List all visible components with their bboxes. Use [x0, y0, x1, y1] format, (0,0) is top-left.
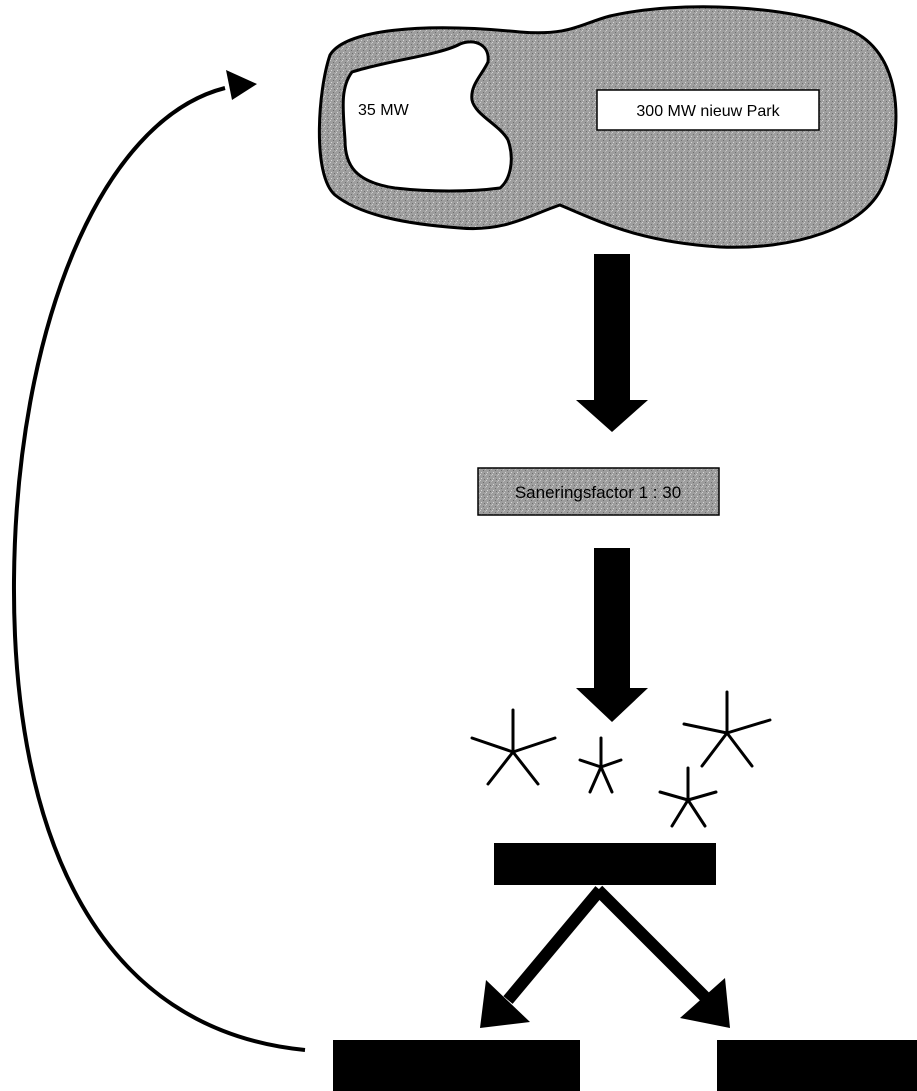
new-park-label-box: [596, 89, 820, 131]
wind-park-area: 35 MW 300 MW nieuw Park: [317, 5, 898, 249]
factor-label: Saneringsfactor 1 : 30: [515, 483, 681, 502]
feedback-arrowhead: [226, 70, 257, 100]
down-arrow-2: [576, 548, 648, 722]
middle-black-bar: [494, 843, 716, 885]
wind-turbine-icon: [470, 690, 772, 828]
split-arrow-left: [503, 886, 605, 1004]
turbine-star-3: [682, 690, 772, 768]
split-arrows: [480, 885, 730, 1028]
factor-box: [477, 467, 720, 516]
existing-park-region: [341, 40, 513, 193]
feedback-loop-arrow: [11, 70, 306, 1052]
turbine-star-2: [578, 736, 623, 794]
turbine-star-1: [470, 708, 557, 786]
bottom-right-black-bar: [717, 1040, 917, 1091]
existing-park-label: 35 MW: [358, 102, 410, 119]
sanering-factor-box: Saneringsfactor 1 : 30: [477, 467, 720, 516]
turbine-star-4: [658, 766, 718, 828]
new-park-label: 300 MW nieuw Park: [636, 103, 780, 120]
split-arrow-right: [593, 885, 713, 1005]
down-arrow-1: [576, 254, 648, 432]
bottom-left-black-bar: [333, 1040, 580, 1091]
